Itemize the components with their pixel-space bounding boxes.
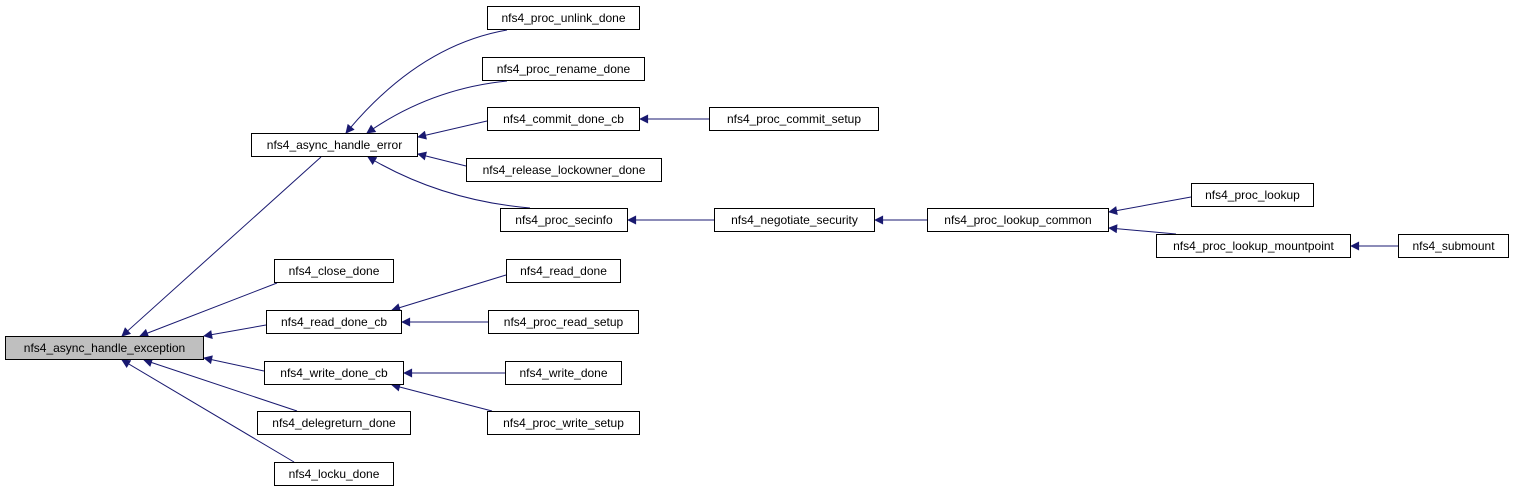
node-nfs4-proc-lookup-common[interactable]: nfs4_proc_lookup_common	[927, 208, 1109, 232]
node-nfs4-proc-lookup-mountpoint[interactable]: nfs4_proc_lookup_mountpoint	[1156, 234, 1351, 258]
edge-release-lockowner-done-to-async-handle-error	[417, 151, 467, 167]
edge-async-handle-error-to-root	[121, 156, 322, 337]
node-nfs4-proc-unlink-done[interactable]: nfs4_proc_unlink_done	[487, 6, 640, 30]
edge-write-done-cb-to-root	[203, 355, 265, 372]
edge-proc-rename-done-to-async-handle-error	[366, 80, 508, 134]
edge-commit-done-cb-to-async-handle-error	[417, 120, 488, 140]
edge-proc-lookup-to-proc-lookup-common	[1108, 196, 1192, 215]
edge-proc-unlink-done-to-async-handle-error	[345, 29, 508, 134]
edge-read-done-to-read-done-cb	[391, 274, 507, 312]
node-nfs4-proc-rename-done[interactable]: nfs4_proc_rename_done	[482, 57, 645, 81]
node-nfs4-proc-write-setup[interactable]: nfs4_proc_write_setup	[487, 411, 640, 435]
node-nfs4-proc-commit-setup[interactable]: nfs4_proc_commit_setup	[709, 107, 879, 131]
node-nfs4-close-done[interactable]: nfs4_close_done	[274, 259, 394, 283]
node-nfs4-read-done-cb[interactable]: nfs4_read_done_cb	[266, 310, 402, 334]
node-nfs4-proc-secinfo[interactable]: nfs4_proc_secinfo	[500, 208, 628, 232]
node-nfs4-delegreturn-done[interactable]: nfs4_delegreturn_done	[257, 411, 411, 435]
node-nfs4-locku-done[interactable]: nfs4_locku_done	[274, 462, 394, 486]
node-nfs4-async-handle-exception: nfs4_async_handle_exception	[5, 336, 204, 360]
edge-read-done-cb-to-root	[203, 324, 267, 340]
node-nfs4-commit-done-cb[interactable]: nfs4_commit_done_cb	[487, 107, 640, 131]
node-nfs4-write-done[interactable]: nfs4_write_done	[505, 361, 622, 385]
node-nfs4-async-handle-error[interactable]: nfs4_async_handle_error	[251, 133, 418, 157]
node-nfs4-write-done-cb[interactable]: nfs4_write_done_cb	[264, 361, 404, 385]
edge-locku-done-to-root	[121, 359, 295, 463]
edge-delegreturn-done-to-root	[143, 358, 298, 412]
edge-proc-secinfo-to-async-handle-error	[367, 156, 531, 209]
node-nfs4-proc-read-setup[interactable]: nfs4_proc_read_setup	[488, 310, 639, 334]
node-nfs4-read-done[interactable]: nfs4_read_done	[506, 259, 621, 283]
edge-proc-lookup-mountpoint-to-proc-lookup-common	[1108, 224, 1177, 235]
node-nfs4-release-lockowner-done[interactable]: nfs4_release_lockowner_done	[466, 158, 662, 182]
node-nfs4-proc-lookup[interactable]: nfs4_proc_lookup	[1191, 183, 1314, 207]
node-nfs4-negotiate-security[interactable]: nfs4_negotiate_security	[714, 208, 875, 232]
edge-proc-write-setup-to-write-done-cb	[391, 382, 493, 412]
edge-close-done-to-root	[139, 282, 278, 338]
node-nfs4-submount[interactable]: nfs4_submount	[1398, 234, 1509, 258]
